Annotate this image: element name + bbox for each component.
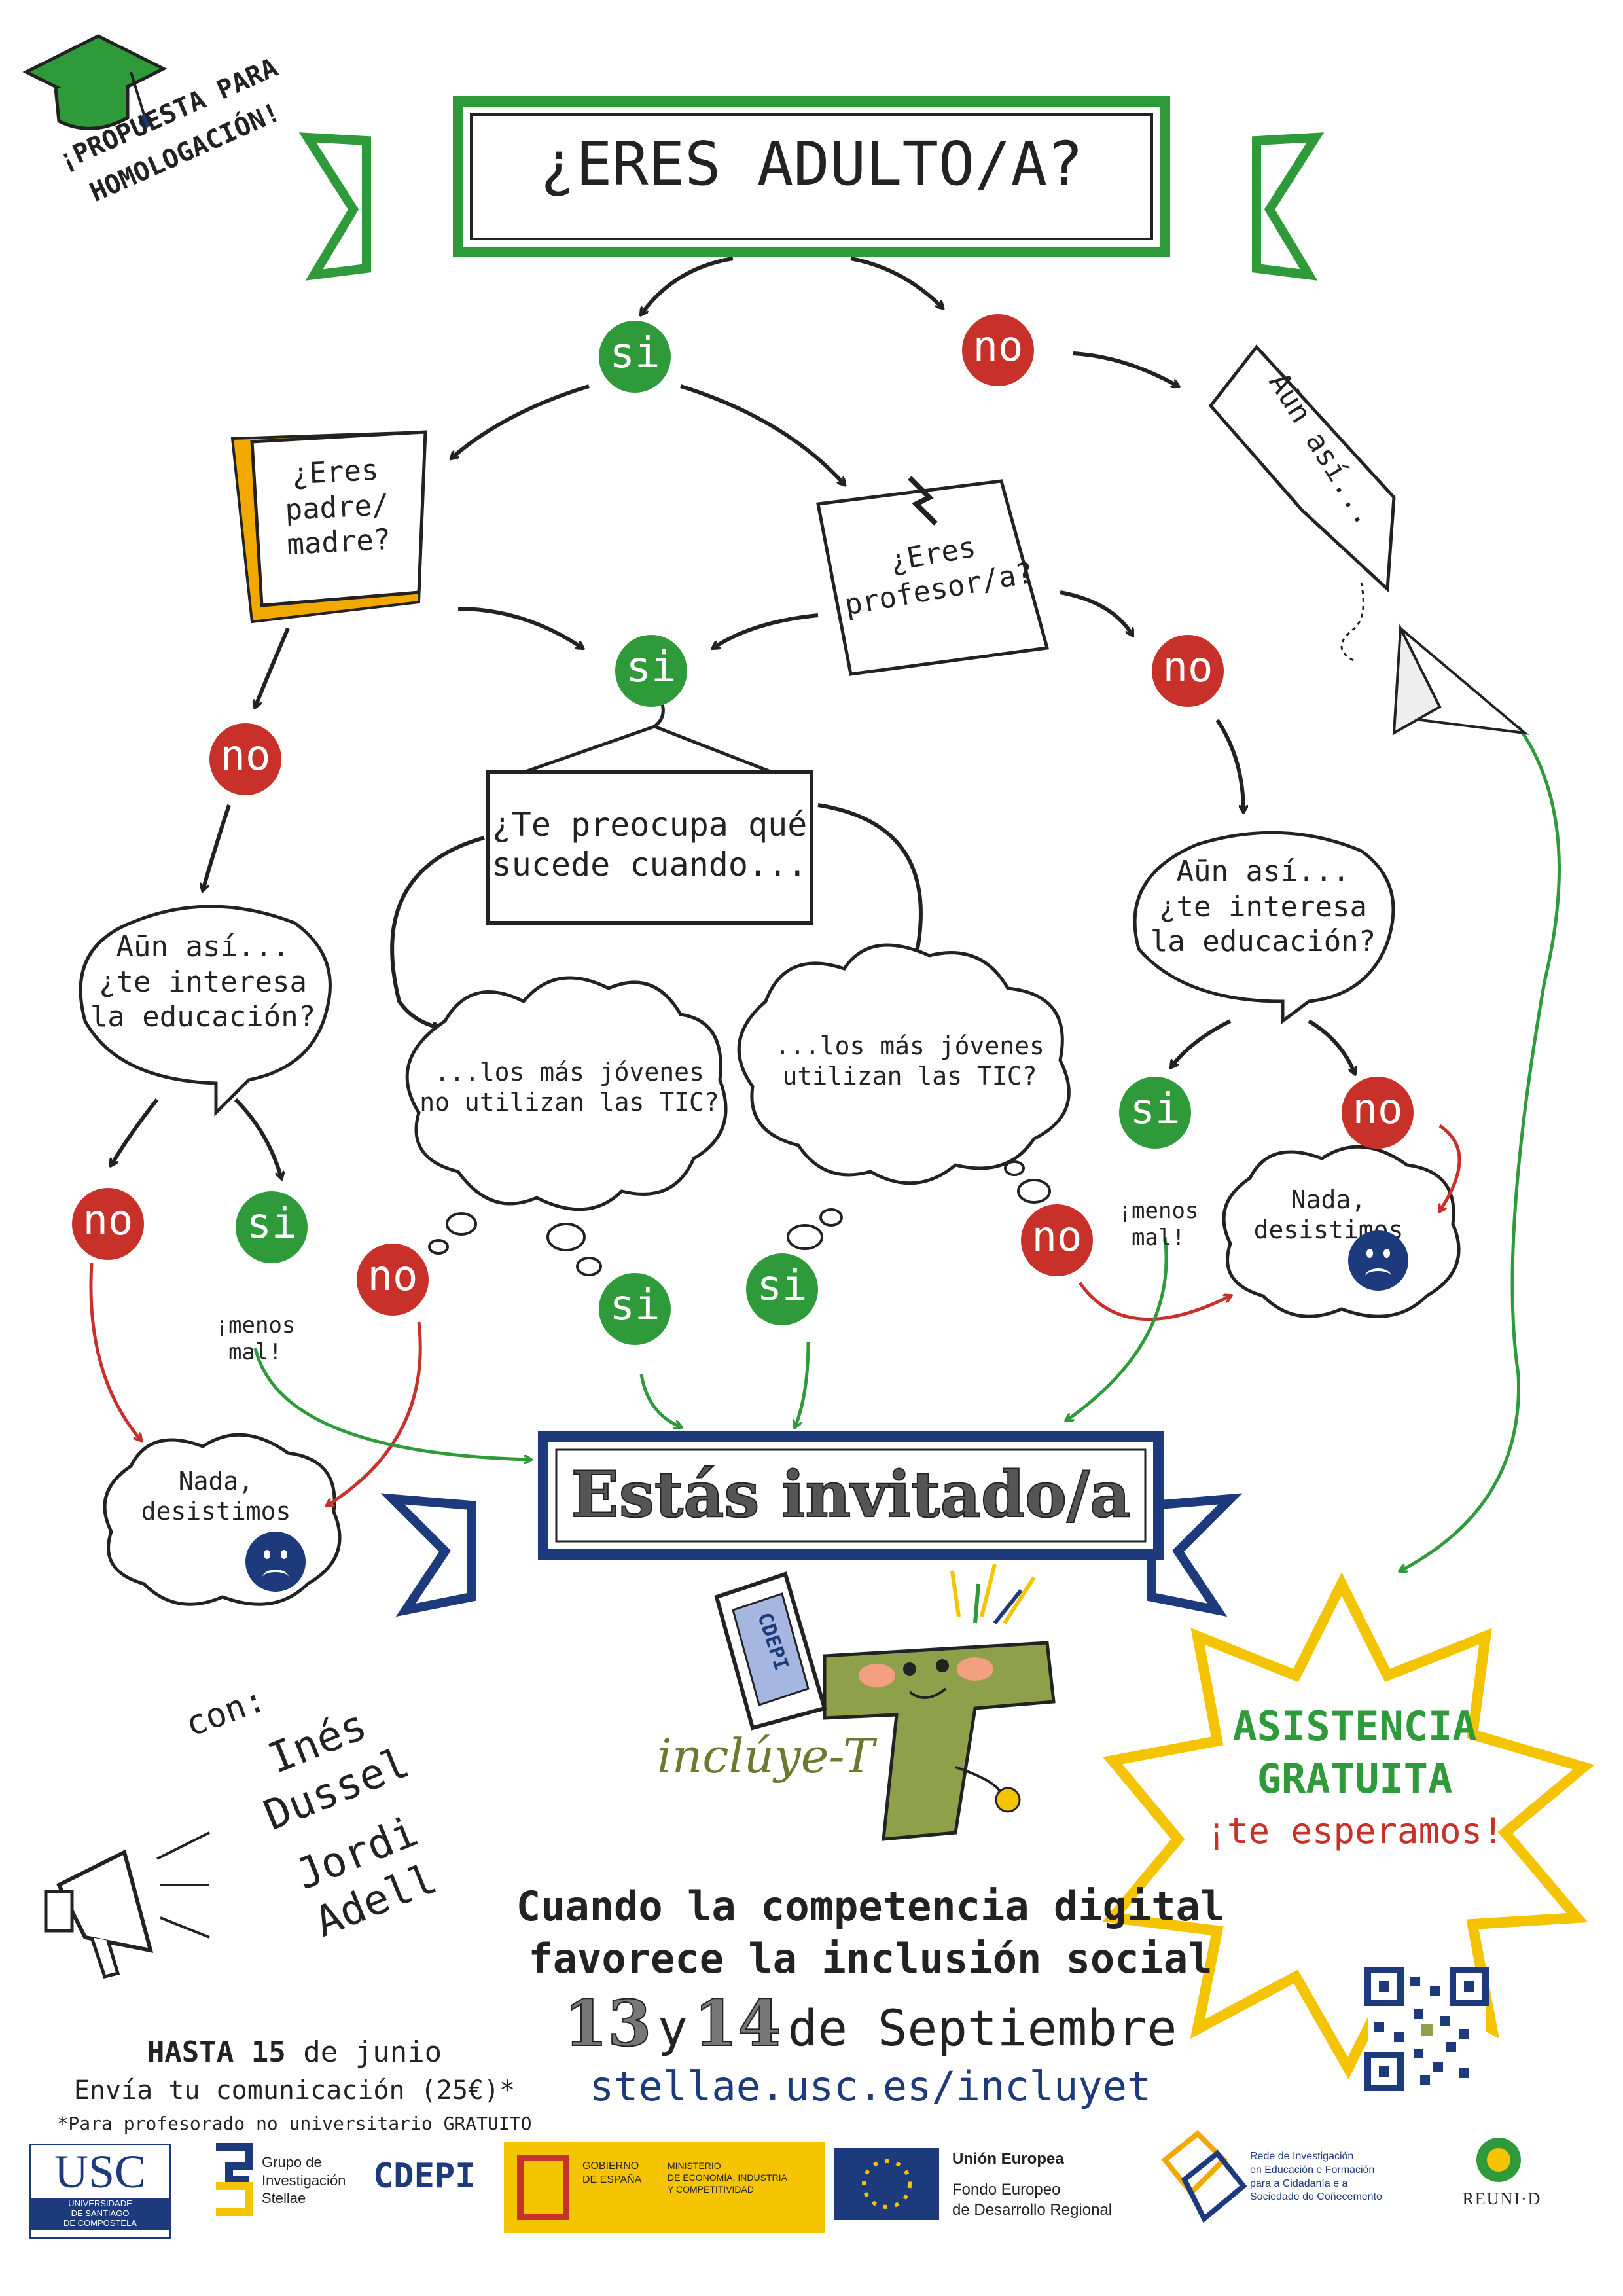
phone-icon (714, 1571, 827, 1731)
rede-text: Rede de Investigación en Educación e For… (1250, 2151, 1382, 2203)
usc-logo-sub: UNIVERSIDADE DE SANTIAGO DE COMPOSTELA (31, 2198, 169, 2230)
qr-code (1364, 1967, 1489, 2091)
giveup-text-left: Nada, desistimos (141, 1467, 291, 1526)
deadline-line-2: Envía tu comunicación (25€)* (73, 2075, 516, 2106)
date-month: de Septiembre (787, 1999, 1177, 2057)
badge-si-center: si (615, 635, 687, 707)
deadline-note: *Para profesorado no universitario GRATU… (57, 2113, 532, 2134)
badge-si-interest-left: si (236, 1191, 308, 1263)
invited-label: Estás invitado/a (571, 1457, 1132, 1532)
sticky-note-parent (230, 430, 427, 624)
page-title: ¿ERES ADULTO/A? (539, 129, 1084, 199)
eu-subtitle: Fondo Europeo de Desarrollo Regional (952, 2181, 1113, 2219)
date-day-1: 13 (563, 1986, 652, 2061)
badge-no-teacher: no (1152, 635, 1224, 707)
speech-bubble-left (79, 905, 332, 1117)
event-tagline-2: favorece la inclusión social (528, 1935, 1213, 1982)
badge-no-interest-left: no (72, 1188, 144, 1260)
date-and: y (657, 1999, 688, 2057)
badge-no-parent: no (209, 723, 281, 795)
deadline-month: de junio (303, 2036, 442, 2069)
megaphone-icon (44, 1831, 210, 1979)
free-line-1: ASISTENCIA (1232, 1702, 1477, 1750)
date-day-2: 14 (693, 1986, 782, 2061)
eu-flag-icon (834, 2148, 939, 2220)
giveup-text-right: Nada, desistimos (1253, 1185, 1404, 1245)
invitation-ribbon (380, 1431, 1243, 1617)
badge-no-adult: no (962, 314, 1034, 386)
question-worry: ¿Te preocupa qué sucede cuando... (491, 806, 808, 884)
free-line-3: ¡te esperamos! (1205, 1810, 1504, 1852)
cloud-text-using: ...los más jóvenes utilizan las TIC? (775, 1031, 1044, 1091)
reunid-logo-icon (1476, 2138, 1521, 2182)
cloud-text-not-using: ...los más jóvenes no utilizan las TIC? (419, 1058, 719, 1117)
usc-logo-text: USC (54, 2145, 147, 2198)
eu-title: Unión Europea (952, 2150, 1064, 2168)
hanging-sign (486, 700, 813, 925)
speech-bubble-right (1133, 831, 1395, 1024)
free-line-2: GRATUITA (1257, 1755, 1453, 1803)
badge-no-interest-right: no (1342, 1077, 1414, 1149)
badge-si-cloud-left: si (599, 1273, 671, 1345)
flag-banner (1208, 344, 1396, 662)
badge-no-cloud-left: no (357, 1244, 429, 1316)
deadline-day: 15 (251, 2036, 286, 2069)
header-banner (298, 96, 1325, 281)
badge-si-adult: si (599, 321, 671, 393)
badge-si-cloud-right: si (746, 1253, 818, 1325)
cdepi-logo: CDEPI (373, 2157, 476, 2196)
mascot-t (823, 1564, 1056, 1841)
pinned-note-teacher (816, 476, 1050, 676)
question-interest-left: Aūn así... ¿te interesa la educación? (90, 930, 316, 1034)
spain-government-logo (504, 2142, 825, 2233)
question-parent: ¿Eres padre/ madre? (284, 453, 392, 562)
event-brand: inclúye-T (656, 1729, 875, 1784)
deadline-line-1: HASTA 15 de junio (65, 2036, 524, 2069)
thought-cloud-left (405, 976, 728, 1276)
ministerio-text: MINISTERIO DE ECONOMÍA, INDUSTRIA Y COMP… (668, 2161, 787, 2195)
relief-text-left: ¡menos mal! (215, 1312, 296, 1366)
question-interest-right: Aūn así... ¿te interesa la educación? (1150, 855, 1376, 959)
sad-face-icon (245, 1532, 306, 1592)
relief-text-right: ¡menos mal! (1118, 1198, 1199, 1251)
gobierno-text: GOBIERNO DE ESPAÑA (582, 2161, 642, 2185)
stellae-logo-icon (216, 2143, 253, 2216)
usc-logo: USC UNIVERSIDADE DE SANTIAGO DE COMPOSTE… (29, 2144, 171, 2239)
event-date: 13 y 14 de Septiembre (537, 1986, 1204, 2061)
deadline-hasta: HASTA (147, 2036, 234, 2069)
stellae-logo-text: Grupo de Investigación Stellae (262, 2154, 346, 2206)
event-url[interactable]: stellae.usc.es/incluyet (589, 2062, 1152, 2110)
badge-no-cloud-right: no (1021, 1204, 1093, 1276)
reunid-text: REUNI·D (1462, 2189, 1542, 2208)
event-tagline-1: Cuando la competencia digital (516, 1882, 1225, 1930)
badge-si-interest-right: si (1119, 1077, 1191, 1149)
rede-logo-icon (1161, 2130, 1247, 2223)
graduation-cap-icon (22, 34, 168, 130)
paper-plane-icon (1392, 623, 1529, 736)
thought-cloud-right (737, 943, 1071, 1250)
sad-face-icon (1348, 1230, 1408, 1291)
free-entry-starburst (1102, 1572, 1595, 2079)
